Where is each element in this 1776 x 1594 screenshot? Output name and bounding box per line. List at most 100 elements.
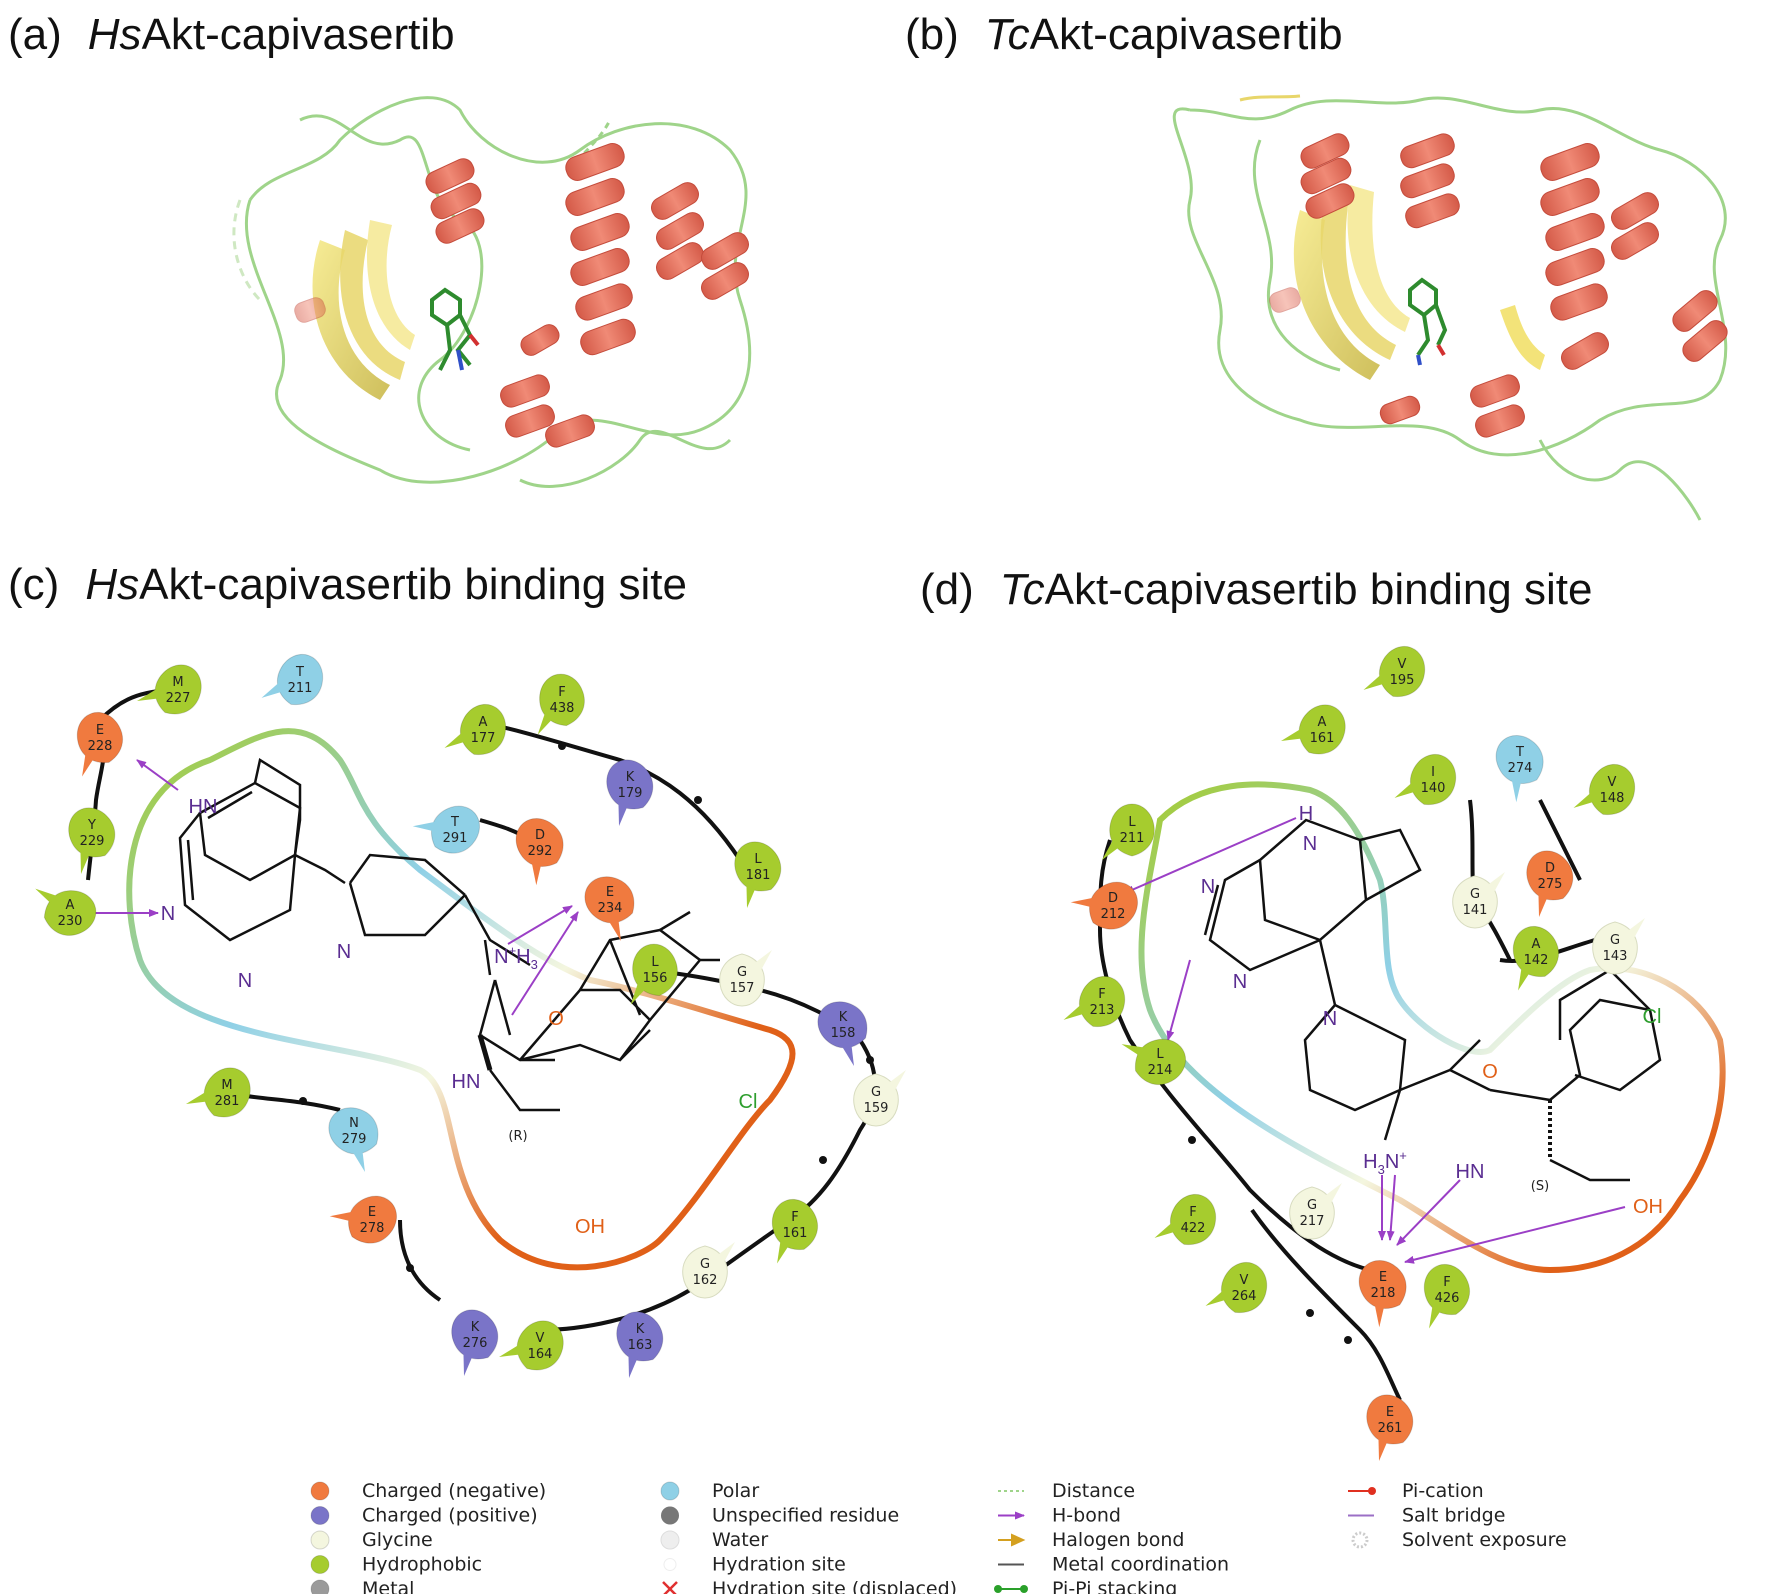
- c-residue-marker: [43, 890, 97, 936]
- legend-item-positive: Charged (positive): [310, 1505, 538, 1527]
- d-residue-num: 217: [1300, 1214, 1325, 1229]
- legend-item-distance: Distance: [998, 1480, 1135, 1502]
- d-residue-marker: [1134, 1038, 1187, 1086]
- c-residue-num: 177: [471, 731, 496, 746]
- legend-marker-displaced: [662, 1581, 678, 1594]
- atom-o-d: O: [1482, 1061, 1498, 1083]
- c-residue-marker: [817, 1001, 868, 1049]
- legend-label: Polar: [712, 1480, 759, 1502]
- atom-n3-d: N: [1233, 971, 1247, 993]
- d-residue-num: 161: [1310, 731, 1335, 746]
- d-residue-num: 141: [1463, 903, 1488, 918]
- d-residue-marker: [1078, 975, 1126, 1028]
- panel-a-label: (a): [8, 10, 62, 59]
- interaction-diagram-tcakt: H N N N N H3N+ O HN Cl OH (S) V195A161I1…: [1063, 645, 1726, 1461]
- c-residue-aa: F: [791, 1210, 798, 1225]
- c-residue-marker: [203, 1067, 251, 1118]
- d-residue-marker: [1423, 1263, 1471, 1316]
- d-residue-marker: [1220, 1261, 1268, 1314]
- d-residue-num: 426: [1435, 1291, 1460, 1306]
- c-residue-aa: L: [754, 852, 762, 867]
- d-residue-num: 261: [1378, 1421, 1403, 1436]
- d-residue-num: 274: [1508, 761, 1533, 776]
- d-residue-marker: [1409, 753, 1457, 806]
- c-residue-tip: [329, 1211, 355, 1221]
- c-residue-num: 234: [598, 901, 623, 916]
- stereo-label-d: (S): [1531, 1179, 1549, 1194]
- d-residue-marker: [1169, 1193, 1217, 1246]
- panel-c-text: Akt-capivasertib binding site: [139, 560, 687, 609]
- d-residue-tip: [1378, 1435, 1387, 1461]
- legend-label: Pi-Pi stacking: [1052, 1578, 1177, 1594]
- d-residue-aa: T: [1515, 745, 1524, 760]
- legend-item-hbond: H-bond: [998, 1505, 1121, 1527]
- d-residue-aa: G: [1610, 933, 1620, 948]
- c-residue-tip: [746, 882, 755, 908]
- atom-nh3-d: H3N+: [1363, 1148, 1407, 1177]
- c-residue-num: 229: [80, 834, 105, 849]
- c-residue-aa: K: [636, 1322, 645, 1337]
- atom-h-d: H: [1299, 803, 1313, 825]
- d-residue-tip: [1511, 777, 1521, 803]
- c-residue-tip: [628, 1352, 637, 1378]
- c-residue-aa: G: [737, 965, 747, 980]
- legend-label: Unspecified residue: [712, 1505, 899, 1527]
- legend-marker-hydration: [663, 1558, 677, 1571]
- c-residue-num: 228: [88, 739, 113, 754]
- d-residue-aa: V: [1398, 657, 1407, 672]
- atom-o-c: O: [548, 1008, 564, 1030]
- panel-a-title: (a)HsAkt-capivasertib: [8, 10, 455, 60]
- d-residue-num: 213: [1090, 1003, 1115, 1018]
- d-residue-num: 275: [1538, 877, 1563, 892]
- c-residue-num: 227: [166, 691, 191, 706]
- c-residue-marker: [76, 711, 124, 764]
- c-residue-marker: [451, 1309, 499, 1360]
- c-residue-marker: [539, 673, 585, 727]
- d-residue-num: 143: [1603, 949, 1628, 964]
- c-residue-marker: [606, 759, 654, 810]
- legend-item-pipi: Pi-Pi stacking: [994, 1578, 1177, 1594]
- c-residue-tip: [618, 800, 627, 826]
- c-residue-num: 292: [528, 844, 553, 859]
- c-residue-aa: E: [96, 723, 104, 738]
- legend-item-pication: Pi-cation: [1348, 1480, 1484, 1502]
- atom-n1-d: N: [1303, 833, 1317, 855]
- c-residue-aa: Y: [87, 818, 96, 833]
- legend-item-hydration: Hydration site: [663, 1554, 846, 1576]
- legend-item-negative: Charged (negative): [310, 1480, 546, 1502]
- c-residue-marker: [276, 653, 324, 706]
- c-residue-tip: [890, 1070, 906, 1092]
- d-residue-aa: D: [1108, 891, 1118, 906]
- d-residue-tip: [1374, 1302, 1384, 1328]
- atom-n1-c: N: [161, 903, 175, 925]
- d-residue-marker: [1366, 1394, 1414, 1445]
- legend-label: Charged (negative): [362, 1480, 546, 1502]
- d-residue-marker: [1378, 645, 1426, 698]
- c-residue-tip: [261, 681, 281, 698]
- d-residue-tip: [1326, 1183, 1342, 1205]
- c-residue-marker: [719, 953, 765, 1007]
- d-residue-tip: [1102, 838, 1118, 860]
- c-residue-aa: G: [871, 1085, 881, 1100]
- c-residue-marker: [584, 876, 635, 924]
- c-residue-marker: [328, 1107, 379, 1155]
- c-residue-tip: [80, 848, 89, 874]
- legend-marker-metal: [310, 1579, 330, 1594]
- atom-n2-d: N: [1201, 876, 1215, 898]
- atom-cl-c: Cl: [739, 1091, 758, 1113]
- c-residue-num: 162: [693, 1273, 718, 1288]
- d-residue-num: 148: [1600, 791, 1625, 806]
